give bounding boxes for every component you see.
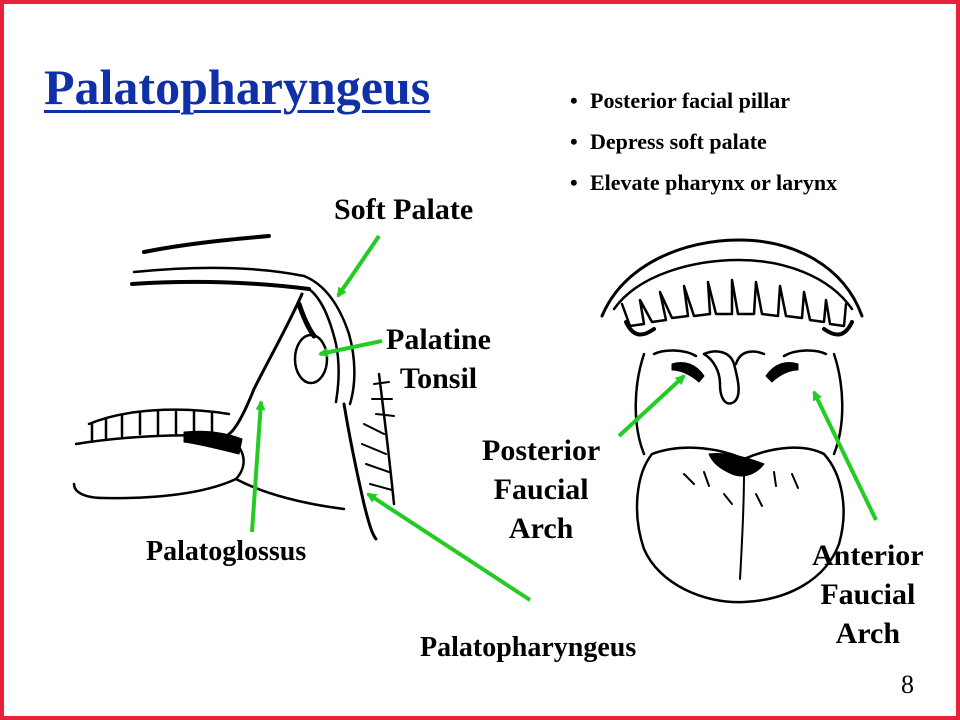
label-anterior-faucial-arch: Anterior Faucial Arch [812, 536, 924, 653]
arrow-anterior-arch [812, 390, 878, 521]
sagittal-view-illustration [72, 234, 396, 541]
slide-title: Palatopharyngeus [44, 59, 431, 115]
label-line: Tonsil [399, 362, 478, 395]
bullet-text: Depress soft palate [590, 129, 767, 154]
label-line: Arch [508, 512, 574, 545]
bullet-list: • Posterior facial pillar • Depress soft p… [570, 88, 837, 211]
label-line: Faucial [820, 578, 916, 611]
arrow-palatine-tonsil [318, 339, 383, 358]
bullet-item: • Depress soft palate [570, 129, 837, 170]
bullet-marker: • [570, 129, 578, 154]
label-posterior-faucial-arch: Posterior Faucial Arch [482, 431, 600, 548]
label-palatine-tonsil: Palatine Tonsil [386, 320, 491, 398]
page-number: 8 [901, 670, 914, 699]
label-line: Palatine [386, 323, 491, 356]
label-line: Arch [835, 617, 901, 650]
label-palatopharyngeus: Palatopharyngeus [420, 632, 637, 663]
bullet-text: Elevate pharynx or larynx [590, 170, 838, 195]
bullet-text: Posterior facial pillar [590, 88, 790, 113]
arrow-palatopharyngeus [366, 492, 532, 602]
pointer-arrows [250, 234, 878, 602]
bullet-item: • Elevate pharynx or larynx [570, 170, 837, 211]
label-palatoglossus: Palatoglossus [146, 536, 307, 567]
anatomy-drawing [72, 234, 878, 604]
arrow-posterior-arch [617, 374, 686, 438]
arrow-palatoglossus [250, 400, 266, 533]
label-soft-palate: Soft Palate [334, 193, 474, 226]
bullet-item: • Posterior facial pillar [570, 88, 837, 129]
frontal-view-illustration [600, 238, 864, 604]
label-line: Faucial [493, 473, 589, 506]
arrow-soft-palate [336, 234, 381, 298]
bullet-marker: • [570, 170, 578, 195]
label-line: Posterior [482, 434, 601, 467]
bullet-marker: • [570, 88, 578, 113]
label-line: Anterior [812, 539, 924, 572]
